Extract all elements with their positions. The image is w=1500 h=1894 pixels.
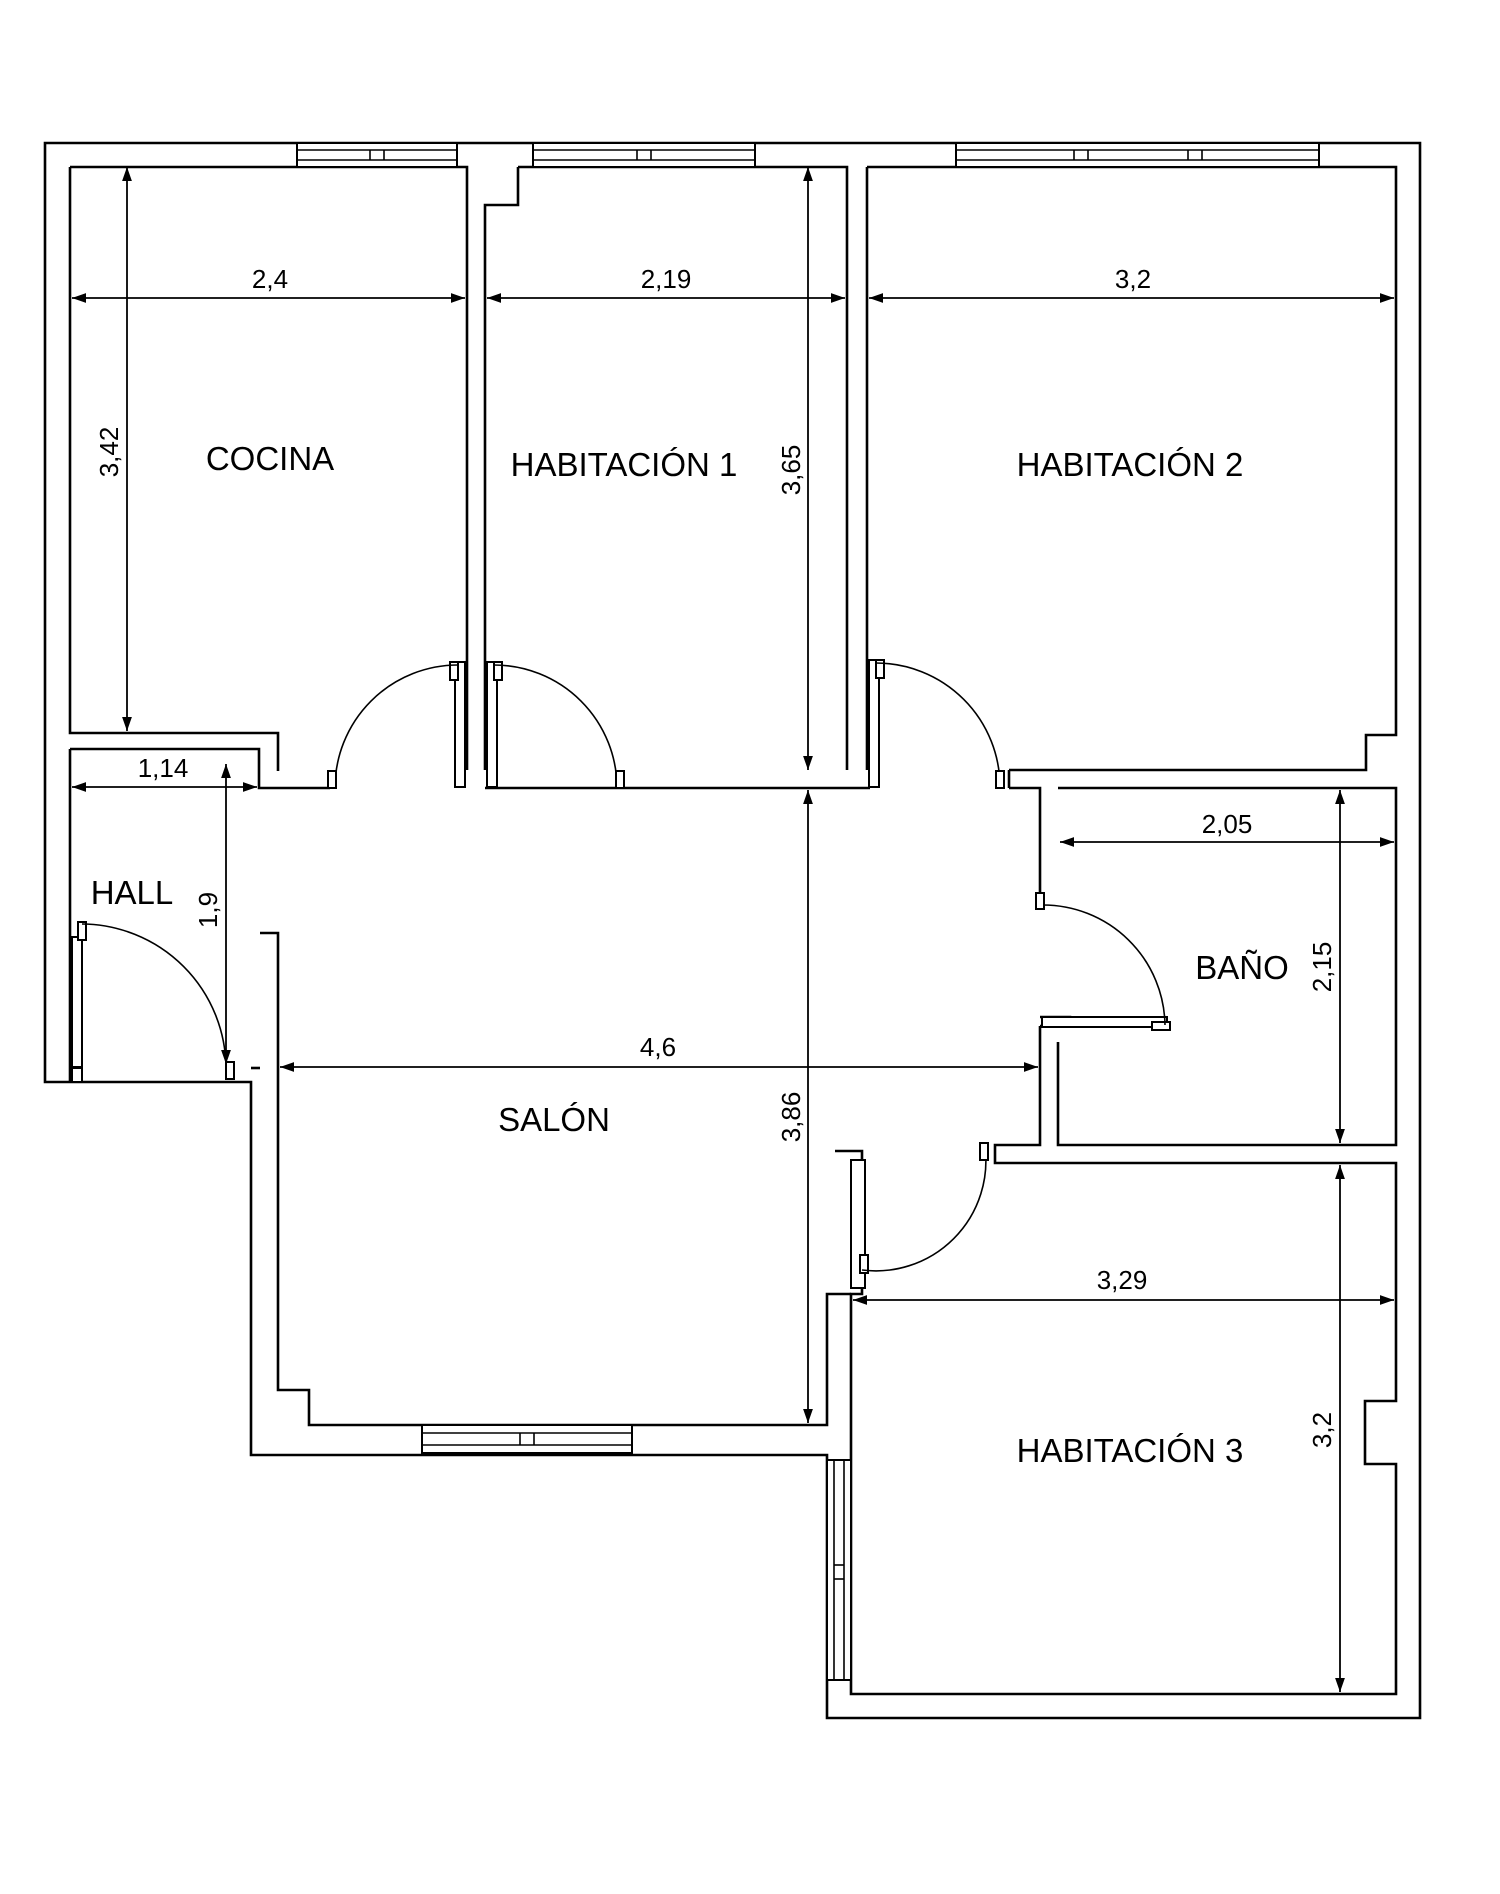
dim-label-cocina-length: 3,42 bbox=[94, 427, 124, 478]
room-label-habitacion-3: HABITACIÓN 3 bbox=[1017, 1432, 1244, 1469]
dim-label-hab1-length: 3,65 bbox=[776, 445, 806, 496]
door-bano bbox=[1035, 892, 1171, 1031]
dim-label-bano-length: 2,15 bbox=[1307, 942, 1337, 993]
dim-label-salon-length: 3,86 bbox=[776, 1092, 806, 1143]
dim-label-hab3-width: 3,29 bbox=[1097, 1265, 1148, 1295]
dim-label-hab1-width: 2,19 bbox=[641, 264, 692, 294]
room-label-hall: HALL bbox=[91, 874, 174, 911]
exterior-walls bbox=[43, 141, 1422, 1720]
room-label-cocina: COCINA bbox=[206, 440, 334, 477]
windows bbox=[296, 142, 1320, 1681]
door-habitacion-1 bbox=[486, 661, 625, 789]
dim-label-salon-width: 4,6 bbox=[640, 1032, 676, 1062]
dim-label-hall-length: 1,9 bbox=[193, 892, 223, 928]
room-label-salon: SALÓN bbox=[498, 1101, 610, 1138]
dim-label-hab3-length: 3,2 bbox=[1307, 1412, 1337, 1448]
dim-label-hall-width: 1,14 bbox=[138, 753, 189, 783]
room-label-bano: BAÑO bbox=[1195, 949, 1289, 986]
doors bbox=[71, 659, 1171, 1289]
door-hall-entrance bbox=[71, 921, 235, 1083]
dim-label-cocina-width: 2,4 bbox=[252, 264, 288, 294]
room-label-habitacion-1: HABITACIÓN 1 bbox=[511, 446, 738, 483]
dimension-lines bbox=[72, 167, 1394, 1692]
door-habitacion-3 bbox=[850, 1142, 989, 1289]
dim-label-hab2-width: 3,2 bbox=[1115, 264, 1151, 294]
door-cocina bbox=[327, 661, 466, 789]
room-label-habitacion-2: HABITACIÓN 2 bbox=[1017, 446, 1244, 483]
door-habitacion-2 bbox=[868, 659, 1005, 789]
dim-label-bano-width: 2,05 bbox=[1202, 809, 1253, 839]
